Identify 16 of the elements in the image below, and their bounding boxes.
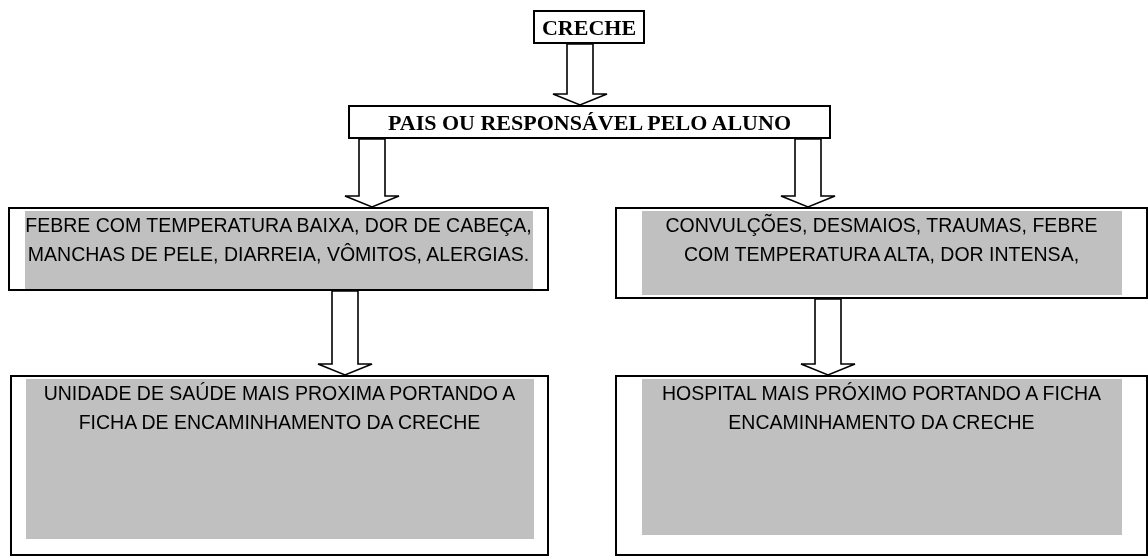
- shaded-text: UNIDADE DE SAÚDE MAIS PROXIMA PORTANDO A FICHA DE ENCAMINHAMENTO DA CRECHE: [25, 379, 534, 539]
- outlined-box: [615, 207, 1148, 299]
- outlined-box: [10, 375, 549, 556]
- box-label: CRECHE: [540, 13, 638, 41]
- title-box: [533, 10, 645, 44]
- shaded-text: FEBRE COM TEMPERATURA BAIXA, DOR DE CABEÇA, MANCHAS DE PELE, DIARREIA, VÔMITOS, ALERGIAS.: [24, 211, 533, 289]
- title-box: [348, 105, 831, 139]
- shaded-text: CONVULÇÕES, DESMAIOS, TRAUMAS, FEBRE COM TEMPERATURA ALTA, DOR INTENSA,: [641, 211, 1122, 295]
- block-arrow: [800, 298, 856, 376]
- block-arrow: [317, 290, 373, 376]
- block-arrow: [780, 138, 836, 208]
- box-label: PAIS OU RESPONSÁVEL PELO ALUNO: [387, 108, 792, 136]
- shaded-text: HOSPITAL MAIS PRÓXIMO PORTANDO A FICHA ENCAMINHAMENTO DA CRECHE: [641, 379, 1122, 535]
- block-arrow: [552, 43, 608, 106]
- block-arrow: [344, 138, 400, 208]
- outlined-box: [615, 375, 1148, 556]
